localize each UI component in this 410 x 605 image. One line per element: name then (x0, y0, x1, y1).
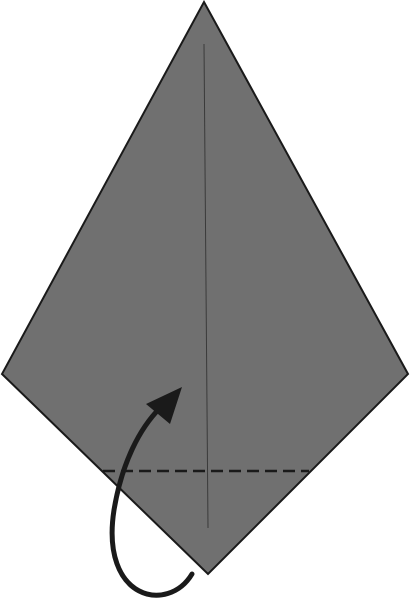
fold-arrow (109, 405, 195, 598)
fold-arrow-head (146, 387, 182, 424)
paper-kite (0, 0, 410, 576)
center-crease-line (203, 43, 209, 529)
